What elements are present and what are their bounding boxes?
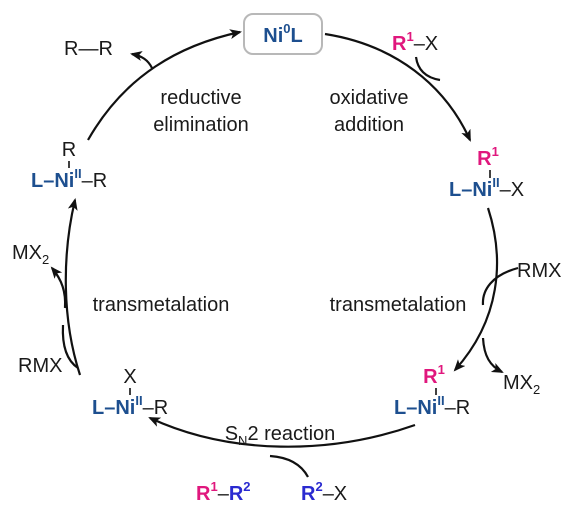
svg-text:R: R [62,139,76,161]
hook-rmx-right-in [481,266,519,306]
hook-rmx-left-in [61,324,79,369]
intermediate-ni-r1-r: R1 L–NiII–R [394,362,470,419]
product-r1r2: R1–R2 [196,479,251,505]
reagent-mx2-left: MX2 [12,242,49,267]
svg-text:L–NiII–R: L–NiII–R [31,166,107,192]
hook-r1x-in [414,56,441,82]
arrow-reductive-elimination [87,29,242,141]
step-oxidative-line1: oxidative [330,87,409,109]
step-reductive-line1: reductive [160,87,241,109]
hook-r2x-in [269,454,309,478]
step-oxidative-line2: addition [334,114,404,136]
svg-text:L–NiII–R: L–NiII–R [394,393,470,419]
reagent-rmx-right: RMX [517,260,561,282]
svg-text:R1: R1 [423,362,445,388]
intermediate-ni-r-r: R L–NiII–R [31,139,107,192]
step-reductive-line2: elimination [153,114,249,136]
arrow-sn2 [148,417,416,448]
arrow-right-descent [453,207,499,372]
svg-text:L–NiII–R: L–NiII–R [92,393,168,419]
catalyst-ni0l: Ni0L [263,21,302,47]
arrow-left-ascent [64,198,82,376]
step-transmetalation-right: transmetalation [330,294,467,316]
svg-text:R1: R1 [477,144,499,170]
svg-text:L–NiII–X: L–NiII–X [449,175,524,201]
svg-text:X: X [123,366,136,388]
product-rr: R—R [64,38,113,60]
catalyst-box [243,13,323,55]
reagent-mx2-right: MX2 [503,372,540,397]
reagent-r2x: R2–X [301,479,347,505]
hook-mx2-right-out [481,337,504,373]
reagent-r1x: R1–X [392,29,438,55]
reagent-rmx-left: RMX [18,355,62,377]
intermediate-ni-r1-x: R1 L–NiII–X [449,144,524,201]
arrow-oxidative-addition [324,32,472,142]
hook-mx2-left-out [50,266,67,309]
step-sn2: SN2 reaction [225,423,336,448]
hook-rr-out [130,51,153,69]
intermediate-ni-x-r: X L–NiII–R [92,366,168,419]
step-transmetalation-left: transmetalation [93,294,230,316]
